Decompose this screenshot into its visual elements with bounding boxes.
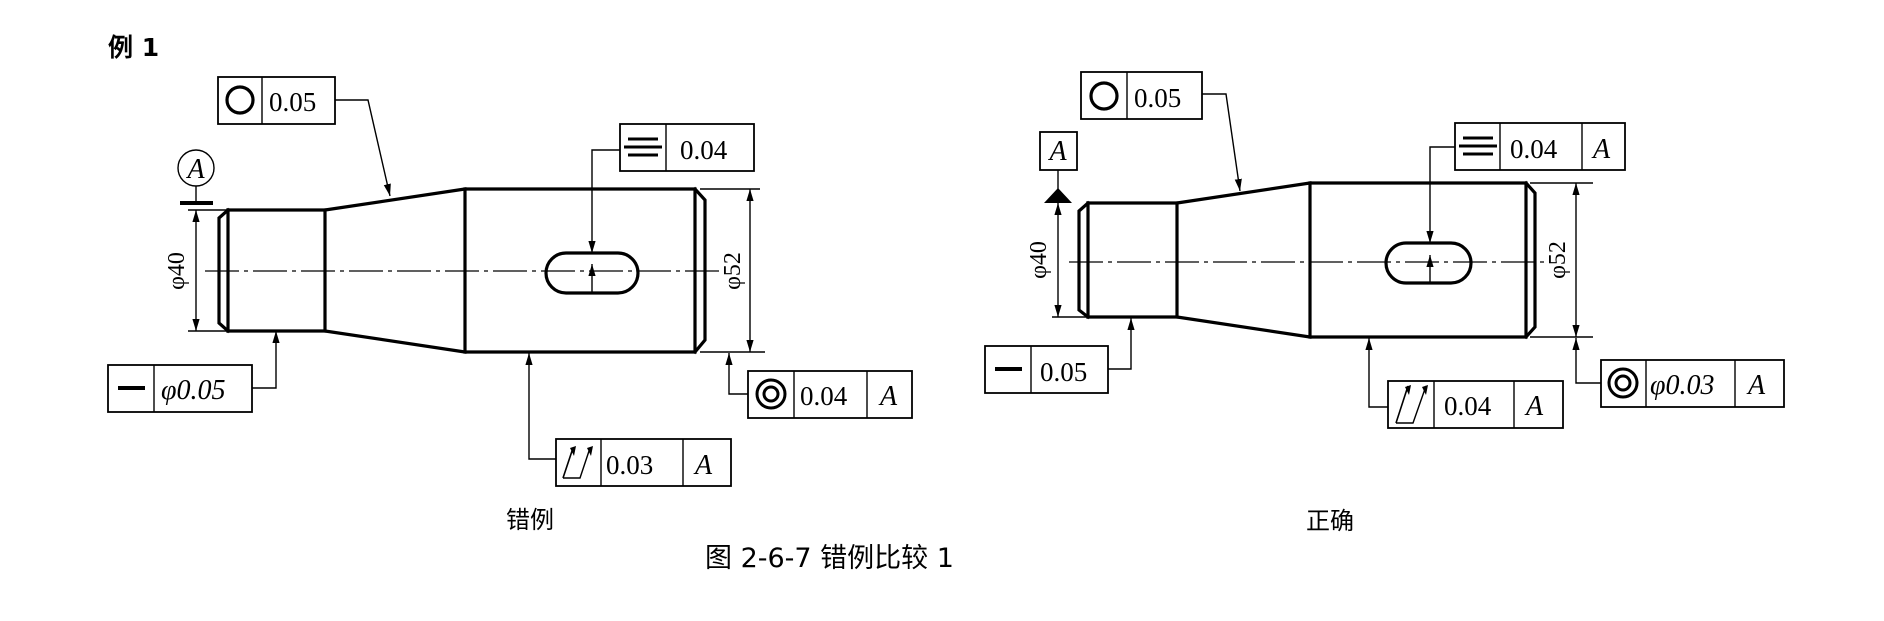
straightness-tolerance: 0.05	[1040, 357, 1087, 387]
total-runout-icon	[562, 446, 593, 479]
taper-bottom	[323, 329, 467, 354]
symmetry-icon	[624, 137, 662, 157]
symmetry-tolerance: 0.04	[1510, 134, 1558, 164]
example-label: 例 1	[108, 33, 159, 62]
straightness-frame: 0.05	[984, 318, 1135, 394]
concentricity-icon	[755, 378, 787, 410]
dim-label-small: φ40	[164, 252, 190, 290]
datum-letter: A	[185, 154, 205, 185]
roundness-tolerance: 0.05	[1134, 83, 1181, 113]
large-cylinder	[1308, 181, 1528, 339]
small-cylinder	[1086, 201, 1179, 319]
symmetry-frame: 0.04 A	[1426, 122, 1626, 283]
dimension-phi40: φ40	[164, 209, 228, 332]
straightness-frame: φ0.05	[107, 331, 280, 413]
symmetry-icon	[1459, 136, 1497, 156]
runout-frame: 0.04 A	[1365, 338, 1564, 429]
right-chamfer	[1523, 180, 1537, 340]
datum-letter: A	[1047, 136, 1067, 167]
wrong-example-drawing: A φ40 φ52 0.05	[107, 76, 913, 534]
runout-datum: A	[1524, 391, 1544, 422]
datum-a-marker: A	[1039, 131, 1078, 203]
roundness-icon	[1089, 81, 1119, 111]
symmetry-frame: 0.04	[588, 123, 755, 293]
dim-label-large: φ52	[720, 252, 746, 290]
figure-caption: 图 2-6-7 错例比较 1	[705, 543, 954, 574]
roundness-frame: 0.05	[217, 76, 391, 197]
correct-label: 正确	[1306, 507, 1354, 535]
datum-a-marker: A	[177, 149, 215, 205]
correct-example-drawing: A φ40 φ52 0.05	[984, 71, 1785, 535]
runout-frame: 0.03 A	[525, 353, 732, 487]
runout-tolerance: 0.04	[1444, 391, 1492, 421]
runout-tolerance: 0.03	[606, 450, 653, 480]
taper-top	[323, 187, 467, 212]
concentricity-frame: φ0.03 A	[1572, 338, 1785, 408]
dim-label-small: φ40	[1026, 241, 1052, 279]
wrong-label: 错例	[506, 506, 554, 534]
roundness-icon	[225, 85, 255, 115]
concentricity-tolerance: 0.04	[800, 381, 848, 411]
taper-top	[1175, 181, 1312, 205]
left-chamfer	[1077, 200, 1091, 320]
roundness-tolerance: 0.05	[269, 87, 316, 117]
symmetry-datum: A	[1591, 134, 1611, 165]
concentricity-icon	[1607, 367, 1639, 399]
taper-bottom	[1175, 315, 1312, 339]
dimension-phi52: φ52	[1530, 182, 1593, 338]
dim-label-large: φ52	[1545, 241, 1571, 279]
shaft-outline	[1077, 180, 1537, 340]
concentricity-frame: 0.04 A	[725, 353, 913, 419]
concentricity-datum: A	[1746, 370, 1766, 401]
concentricity-tolerance: φ0.03	[1650, 370, 1715, 401]
dimension-phi52: φ52	[700, 188, 765, 353]
concentricity-datum: A	[878, 381, 898, 412]
symmetry-tolerance: 0.04	[680, 135, 728, 165]
dimension-phi40: φ40	[1026, 203, 1088, 318]
runout-datum: A	[693, 450, 713, 481]
roundness-frame: 0.05	[1080, 71, 1242, 192]
straightness-tolerance: φ0.05	[161, 375, 226, 406]
keyway-slot	[1384, 241, 1473, 285]
right-chamfer	[692, 186, 707, 355]
total-runout-icon	[1395, 385, 1428, 424]
